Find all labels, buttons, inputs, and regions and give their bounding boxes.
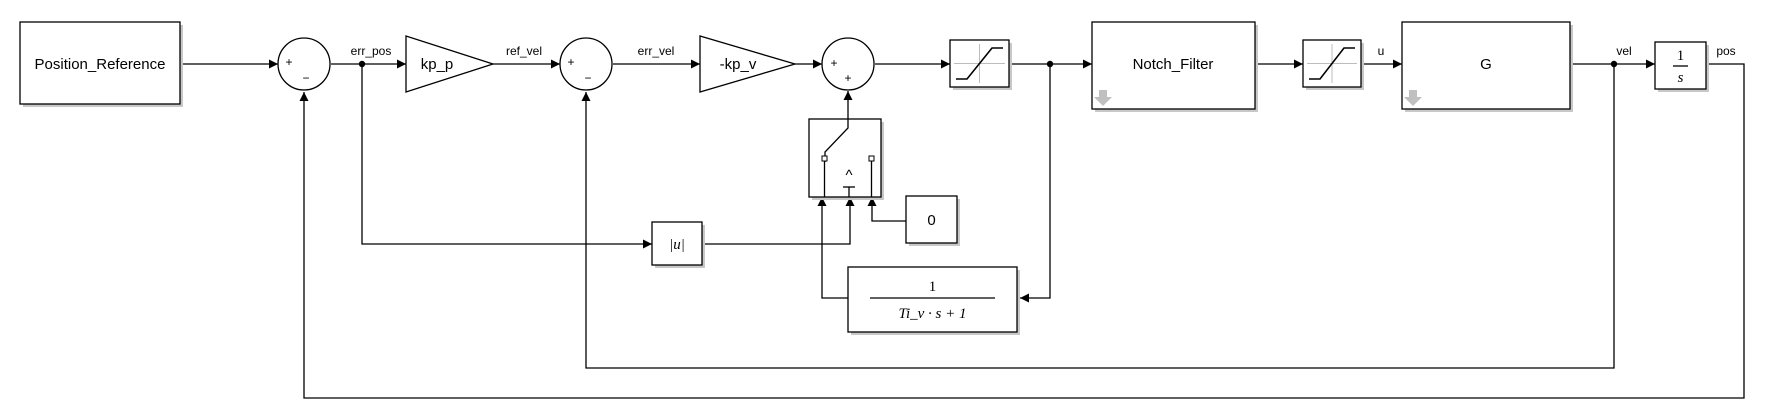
sum-block-3[interactable]: + + xyxy=(821,37,875,91)
switch-criterion-label: ^ xyxy=(845,167,852,184)
abs-label: |u| xyxy=(669,237,685,253)
signal-label-u: u xyxy=(1378,44,1385,58)
tf-denominator: Ti_v · s + 1 xyxy=(898,306,966,322)
library-link-arrow-icon xyxy=(1094,90,1112,106)
saturation-icon xyxy=(954,44,1005,83)
sum3-plus-sign-2: + xyxy=(844,71,851,85)
signal-label-ref-vel: ref_vel xyxy=(506,44,542,58)
line-tf-to-switch[interactable] xyxy=(817,197,848,299)
signal-lines xyxy=(180,59,1745,399)
branch-point-vel xyxy=(1610,60,1618,68)
line-sat1-to-tf[interactable] xyxy=(1020,64,1051,303)
transfer-function-block[interactable]: 1 Ti_v · s + 1 xyxy=(847,266,1020,335)
line-vel-feedback[interactable] xyxy=(581,64,1615,369)
tf-numerator: 1 xyxy=(929,279,937,295)
switch-block[interactable]: ^ xyxy=(808,118,884,200)
sum1-minus-sign: − xyxy=(302,71,309,85)
branch-point-errpos xyxy=(358,60,366,68)
position-reference-block[interactable]: Position_Reference xyxy=(19,21,183,107)
sum3-plus-sign-1: + xyxy=(830,56,837,70)
sum1-plus-sign: + xyxy=(285,55,292,69)
kp-v-label: -kp_v xyxy=(720,56,757,73)
signal-label-err-vel: err_vel xyxy=(638,44,675,58)
integrator-denominator: s xyxy=(1678,70,1684,86)
constant-label: 0 xyxy=(927,212,935,229)
position-reference-label: Position_Reference xyxy=(35,56,166,73)
signal-label-pos: pos xyxy=(1716,44,1735,58)
sum2-plus-sign: + xyxy=(567,55,574,69)
integrator-numerator: 1 xyxy=(1677,48,1685,64)
signal-label-vel: vel xyxy=(1616,44,1631,58)
saturation-block-1[interactable] xyxy=(949,39,1012,90)
constant-block[interactable]: 0 xyxy=(905,195,960,246)
branch-point-sat1 xyxy=(1046,60,1054,68)
notch-filter-label: Notch_Filter xyxy=(1133,56,1214,73)
abs-block[interactable]: |u| xyxy=(651,221,705,268)
integrator-block[interactable]: 1 s xyxy=(1654,41,1709,92)
library-link-arrow-icon xyxy=(1404,90,1422,106)
sum2-minus-sign: − xyxy=(584,71,591,85)
saturation-block-2[interactable] xyxy=(1302,39,1364,90)
line-const-to-switch[interactable] xyxy=(867,197,906,222)
kp-p-label: kp_p xyxy=(421,56,454,73)
kp-p-gain-block[interactable]: kp_p xyxy=(405,35,496,93)
signal-label-err-pos: err_pos xyxy=(351,44,392,58)
plant-g-block[interactable]: G xyxy=(1401,21,1573,112)
notch-filter-block[interactable]: Notch_Filter xyxy=(1091,21,1258,112)
saturation-icon xyxy=(1307,44,1357,83)
sum-block-2[interactable]: + − xyxy=(559,37,613,91)
line-abs-to-switch[interactable] xyxy=(705,197,855,245)
plant-g-label: G xyxy=(1480,56,1492,73)
sum-block-1[interactable]: + − xyxy=(277,37,331,91)
line-errpos-to-abs[interactable] xyxy=(361,64,652,249)
line-pos-feedback[interactable] xyxy=(299,63,1745,399)
kp-v-gain-block[interactable]: -kp_v xyxy=(699,35,798,93)
